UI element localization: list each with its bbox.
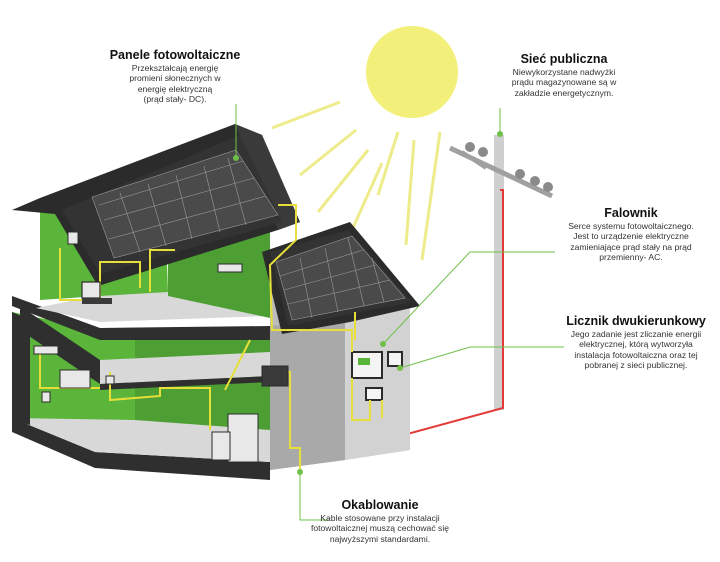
meter-device — [387, 351, 403, 367]
label-meter-desc: Jego zadanie jest zliczanie energii elek… — [570, 329, 702, 371]
label-inverter-title: Falownik — [604, 206, 658, 220]
grid-wire — [399, 189, 504, 438]
garage-solar-panels — [275, 235, 406, 321]
label-cabling-desc: Kable stosowane przy instalacji fotowolt… — [310, 513, 450, 544]
callout-lines — [233, 104, 564, 521]
label-panels-title: Panele fotowoltaiczne — [109, 48, 241, 62]
sun-rays — [271, 100, 442, 261]
label-grid-title: Sieć publiczna — [520, 52, 608, 66]
label-meter-title: Licznik dwukierunkowy — [566, 314, 706, 328]
label-panels: Panele fotowoltaiczne Przekształcają ene… — [100, 48, 250, 105]
sun — [366, 26, 458, 118]
label-cabling: Okablowanie Kable stosowane przy instala… — [300, 498, 460, 544]
utility-pole — [448, 135, 554, 410]
label-grid: Sieć publiczna Niewykorzystane nadwyżki … — [494, 52, 634, 98]
label-meter: Licznik dwukierunkowy Jego zadanie jest … — [556, 314, 716, 371]
label-grid-desc: Niewykorzystane nadwyżki prądu magazynow… — [511, 67, 617, 98]
interior-items — [33, 231, 289, 463]
label-panels-desc: Przekształcają energię promieni słoneczn… — [129, 63, 221, 105]
main-solar-panels — [91, 149, 279, 259]
sun-group — [271, 26, 458, 261]
label-inverter: Falownik Serce systemu fotowoltaicznego.… — [546, 206, 716, 263]
label-cabling-title: Okablowanie — [341, 498, 419, 512]
inverter-device — [351, 351, 383, 401]
label-inverter-desc: Serce systemu fotowoltaicznego. Jest to … — [568, 221, 694, 263]
